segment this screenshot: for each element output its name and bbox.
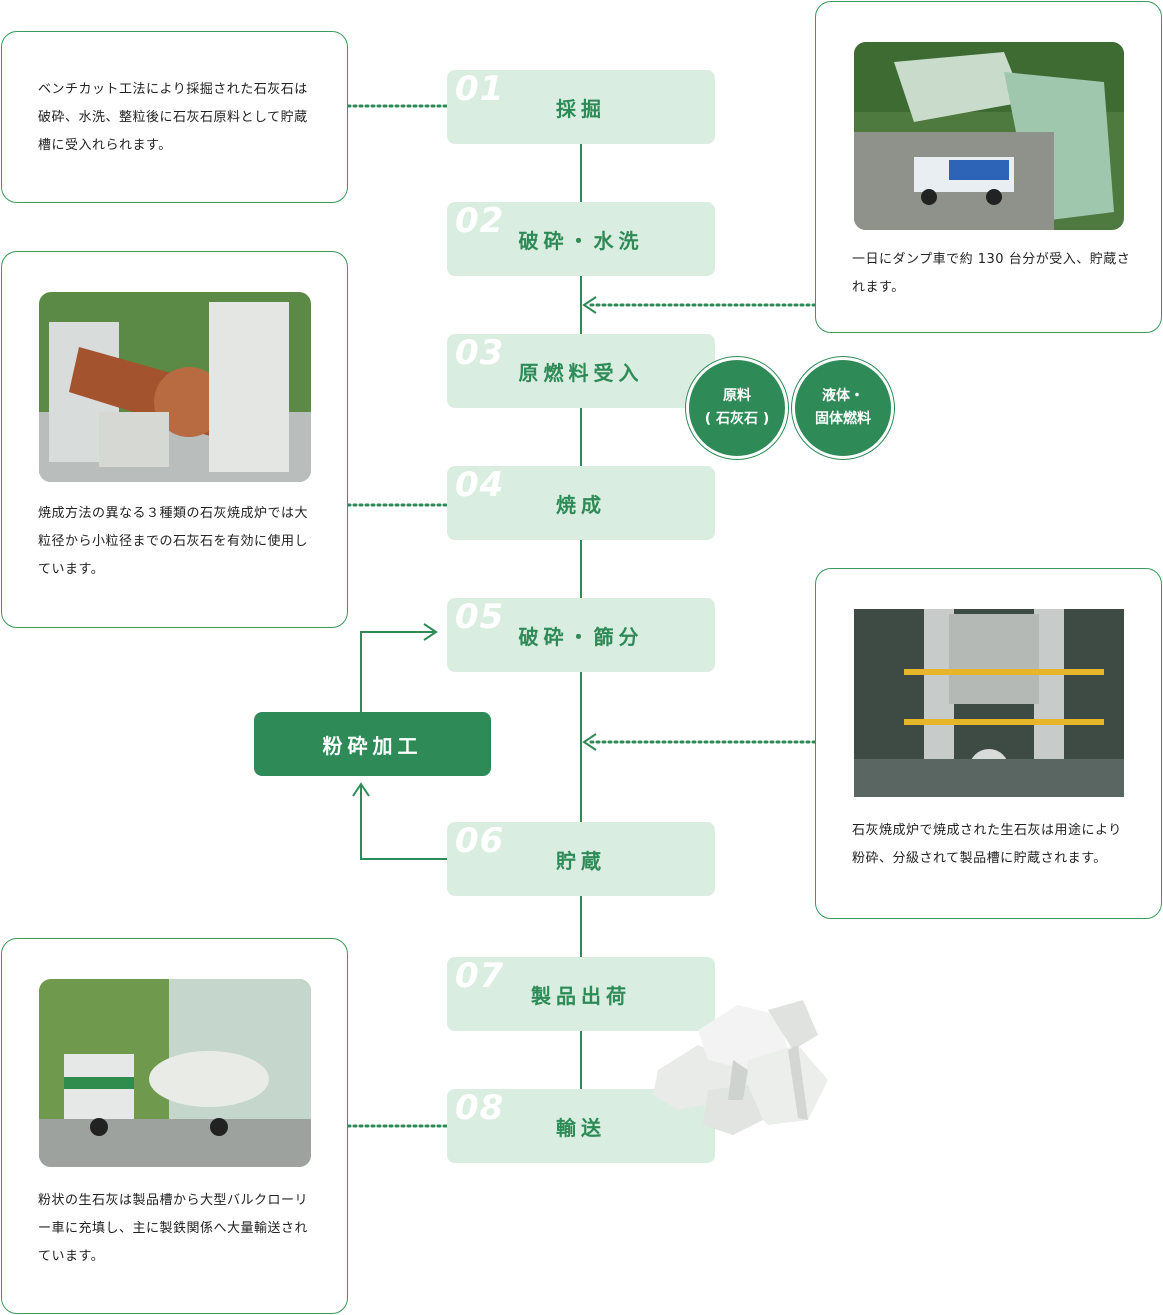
step-number: 05: [455, 597, 505, 637]
step-label: 焼成: [556, 492, 606, 517]
step-label: 製品出荷: [531, 983, 631, 1008]
quicklime-rocks-image: [653, 1000, 828, 1135]
card-receiving: 一日にダンプ車で約 130 台分が受入、貯蔵されます。: [815, 1, 1162, 333]
card-crushing: 石灰焼成炉で焼成された生石灰は用途により粉砕、分級されて製品槽に貯蔵されます。: [815, 568, 1162, 919]
step-number: 07: [455, 956, 505, 996]
step-number: 04: [455, 465, 505, 505]
input-raw-material: 原料 ( 石灰石 ): [686, 357, 788, 459]
step-number: 01: [455, 69, 505, 109]
step-crushing-washing: 02 破砕・水洗: [447, 201, 715, 276]
input-fuel: 液体・ 固体燃料: [792, 357, 894, 459]
step-number: 03: [455, 333, 505, 373]
step-calcination: 04 焼成: [447, 465, 715, 540]
input-line: 固体燃料: [815, 411, 871, 427]
step-material-receiving: 03 原燃料受入: [447, 333, 715, 408]
card-mining-text: ベンチカット工法により採掘された石灰石は破砕、水洗、整粒後に石灰石原料として貯蔵…: [38, 82, 308, 153]
grinding-process: 粉砕加工: [254, 712, 491, 776]
card-calcination-text: 焼成方法の異なる３種類の石灰焼成炉では大粒径から小粒径までの石灰石を有効に使用し…: [38, 506, 309, 577]
step-number: 06: [455, 821, 505, 861]
input-line: ( 石灰石 ): [704, 411, 770, 427]
step-number: 08: [455, 1088, 505, 1128]
step-label: 破砕・篩分: [518, 624, 644, 649]
step-shipping: 07 製品出荷: [447, 956, 715, 1031]
dump-truck-photo: [854, 42, 1124, 230]
card-transport-text: 粉状の生石灰は製品槽から大型バルクローリー車に充填し、主に製鉄関係へ大量輸送され…: [38, 1193, 309, 1264]
step-label: 貯蔵: [556, 848, 606, 873]
card-calcination: 焼成方法の異なる３種類の石灰焼成炉では大粒径から小粒径までの石灰石を有効に使用し…: [1, 251, 348, 628]
step-label: 輸送: [556, 1115, 606, 1140]
step-label: 破砕・水洗: [518, 228, 644, 253]
step-mining: 01 採掘: [447, 69, 715, 144]
card-transport: 粉状の生石灰は製品槽から大型バルクローリー車に充填し、主に製鉄関係へ大量輸送され…: [1, 938, 348, 1314]
step-number: 02: [455, 201, 505, 241]
step-storage: 06 貯蔵: [447, 821, 715, 896]
step-label: 採掘: [556, 96, 606, 121]
card-mining: ベンチカット工法により採掘された石灰石は破砕、水洗、整粒後に石灰石原料として貯蔵…: [1, 31, 348, 203]
input-line: 液体・: [822, 388, 864, 404]
crusher-photo: [854, 609, 1124, 797]
card-receiving-text: 一日にダンプ車で約 130 台分が受入、貯蔵されます。: [852, 252, 1131, 295]
input-line: 原料: [723, 388, 751, 404]
tanker-truck-photo: [39, 979, 311, 1167]
step-label: 原燃料受入: [518, 360, 644, 385]
step-crushing-screening: 05 破砕・篩分: [447, 597, 715, 672]
card-crushing-text: 石灰焼成炉で焼成された生石灰は用途により粉砕、分級されて製品槽に貯蔵されます。: [852, 823, 1122, 866]
kiln-photo: [39, 292, 311, 482]
